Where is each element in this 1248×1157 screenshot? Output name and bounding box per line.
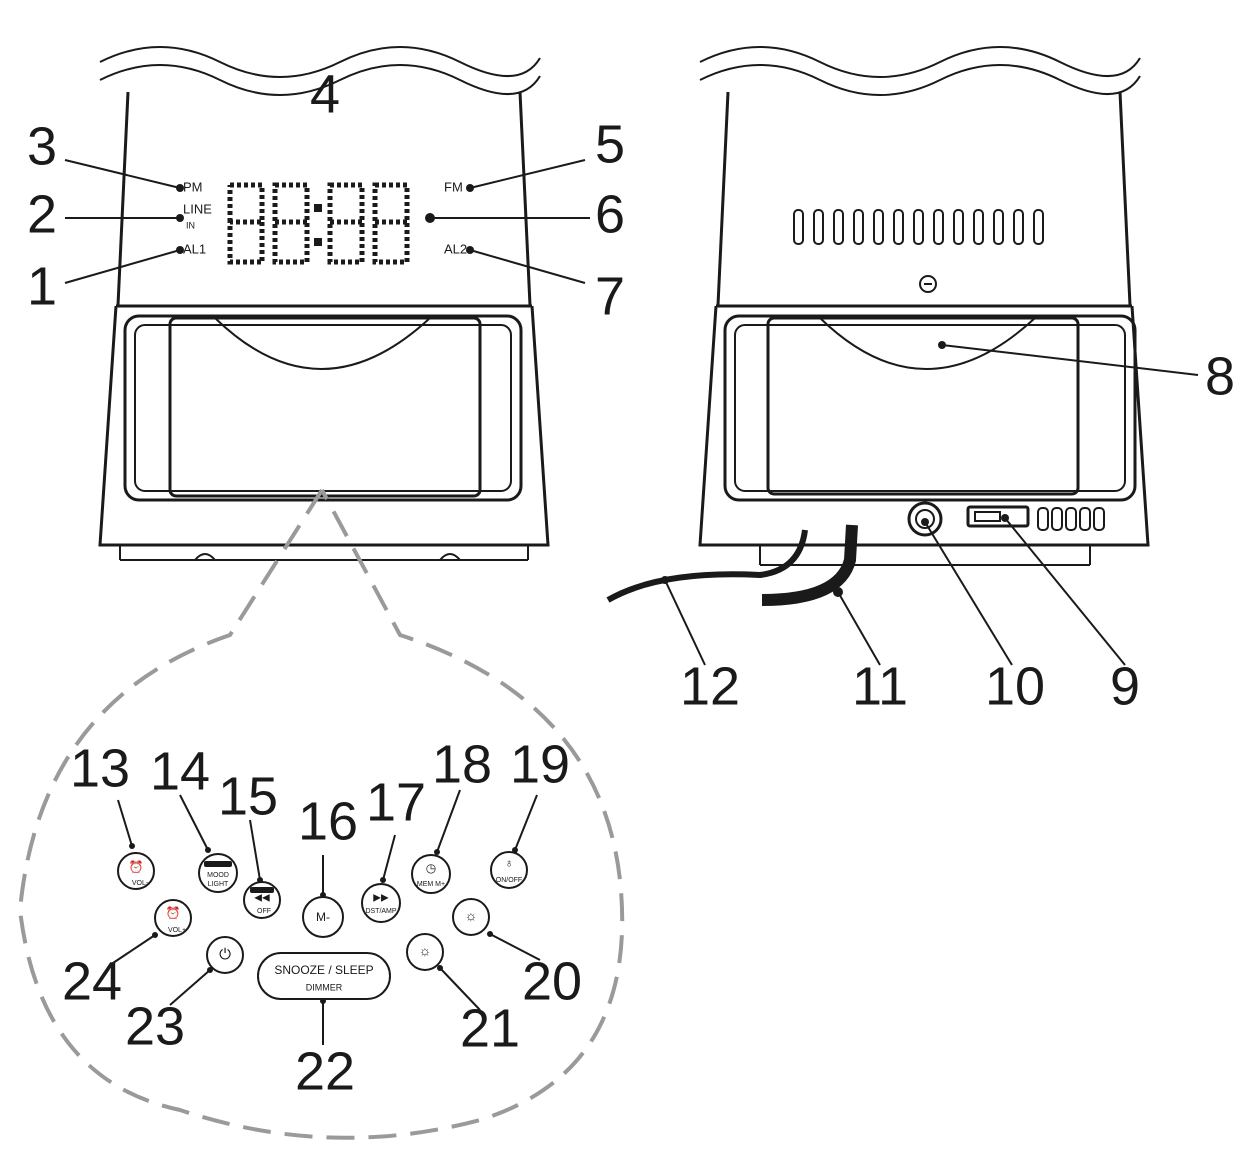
svg-text:▶▶: ▶▶ (373, 893, 389, 904)
svg-text:MOOD: MOOD (207, 872, 229, 879)
svg-text:⏰: ⏰ (129, 859, 144, 874)
power-cable (761, 524, 858, 606)
svg-text:M-: M- (316, 910, 330, 924)
callout-22: 22 (295, 1041, 355, 1101)
callout-12: 12 (680, 656, 740, 716)
svg-text:◀◀: ◀◀ (254, 893, 270, 904)
callout-5: 5 (595, 114, 625, 174)
callout-1: 1 (27, 256, 57, 316)
usb-port-icon (966, 505, 1030, 528)
svg-text:DST/AMP: DST/AMP (365, 908, 396, 915)
lcd-al1-label: AL1 (183, 241, 206, 256)
lcd-al2-label: AL2 (444, 241, 467, 256)
svg-text:VOL+: VOL+ (168, 927, 186, 934)
callout-3: 3 (27, 116, 57, 176)
callout-10: 10 (985, 656, 1045, 716)
callout-19: 19 (510, 734, 570, 794)
svg-text:◷: ◷ (426, 861, 436, 875)
vent-slots-top (793, 209, 1044, 245)
control-panel-detail: ⏰ VOL- MOOD LIGHT ◀◀ OFF M- ▶▶ DST/AMP ◷… (17, 488, 625, 1140)
screw-icon (919, 275, 937, 293)
callout-11: 11 (852, 656, 908, 716)
svg-text:⏰: ⏰ (166, 905, 181, 920)
back-view: 8 12 11 10 9 (606, 46, 1235, 716)
antenna-wire (606, 529, 808, 603)
callout-21: 21 (460, 998, 520, 1058)
callout-23: 23 (125, 996, 185, 1056)
lcd-in-label: IN (186, 220, 195, 230)
dc-jack-icon (907, 501, 943, 537)
svg-text:⏻: ⏻ (219, 946, 231, 963)
lcd-line-label: LINE (183, 201, 212, 216)
svg-text:SNOOZE / SLEEP: SNOOZE / SLEEP (274, 963, 373, 977)
front-view: PM LINE IN AL1 FM AL2 3 2 1 4 5 6 7 (27, 46, 625, 561)
callout-17: 17 (366, 772, 426, 832)
svg-text:OFF: OFF (257, 908, 271, 915)
svg-text:VOL-: VOL- (132, 880, 149, 887)
callout-13: 13 (70, 738, 130, 798)
callout-2: 2 (27, 184, 57, 244)
svg-text:DIMMER: DIMMER (306, 982, 343, 992)
svg-text:ON/OFF: ON/OFF (496, 877, 522, 884)
svg-text:MEM M+: MEM M+ (417, 881, 445, 888)
callout-9: 9 (1110, 656, 1140, 716)
callout-24: 24 (62, 951, 122, 1011)
callout-16: 16 (298, 791, 358, 851)
lcd-digits (227, 182, 410, 265)
lcd-fm-label: FM (444, 179, 463, 194)
callout-18: 18 (432, 734, 492, 794)
svg-text:☼: ☼ (419, 943, 432, 959)
callout-7: 7 (595, 266, 625, 326)
callout-15: 15 (218, 766, 278, 826)
callout-20: 20 (522, 951, 582, 1011)
svg-text:☼: ☼ (465, 908, 478, 924)
callout-8: 8 (1205, 346, 1235, 406)
svg-text:LIGHT: LIGHT (208, 881, 229, 888)
lcd-pm-label: PM (183, 179, 203, 194)
callout-14: 14 (150, 741, 210, 801)
svg-text:♁: ♁ (505, 856, 514, 870)
callout-6: 6 (595, 184, 625, 244)
vent-slots-bottom (1037, 507, 1105, 531)
callout-4: 4 (310, 64, 340, 124)
